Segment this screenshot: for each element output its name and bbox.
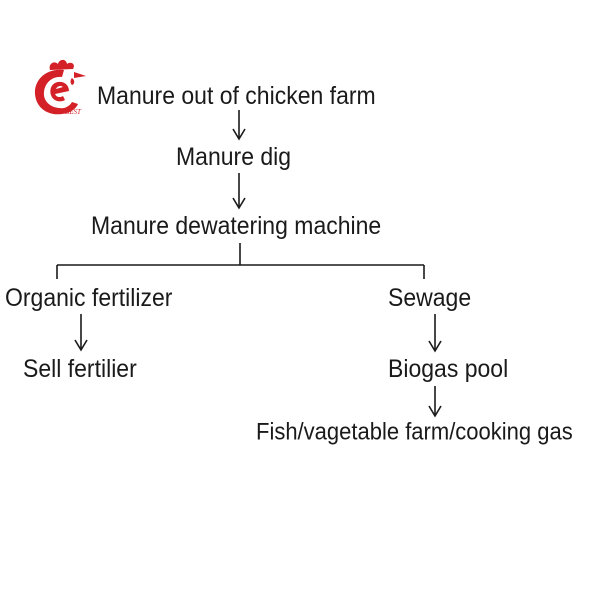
node-dewatering-machine: Manure dewatering machine [91,211,382,240]
arrow-head-4 [428,340,442,353]
node-fish-vegetable-gas: Fish/vagetable farm/cooking gas [256,418,573,446]
logo-text: BEST [65,108,82,116]
node-sell-fertilizer: Sell fertilier [23,354,137,383]
arrow-head-2 [232,197,246,210]
node-manure-out: Manure out of chicken farm [97,81,376,110]
arrow-head-5 [428,405,442,418]
node-biogas-pool: Biogas pool [388,354,509,383]
node-sewage: Sewage [388,283,472,312]
rooster-logo-icon: BEST [34,59,86,116]
node-organic-fertilizer: Organic fertilizer [5,283,173,312]
arrow-head-1 [232,128,246,141]
node-manure-dig: Manure dig [176,142,292,171]
arrow-head-3 [74,339,88,352]
